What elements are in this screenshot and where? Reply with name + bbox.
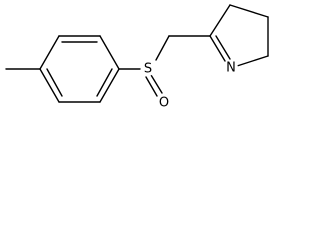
bond-sulfur-oxygen-2 (150, 74, 163, 94)
ring-double-bond-2 (96, 68, 113, 97)
ring-bond-6 (39, 68, 60, 103)
pyrroline-double-bond-2 (215, 35, 231, 60)
benzene-ring (39, 35, 120, 103)
oxygen-label: O (159, 96, 169, 111)
chemical-structure: S O N (5, 4, 269, 111)
ring-bond-3 (99, 35, 120, 70)
ring-double-bond-3 (46, 68, 63, 97)
atom-oxygen: O (157, 96, 171, 111)
pyrroline-bond-c3-c4 (229, 4, 269, 18)
nitrogen-label: N (226, 61, 236, 76)
bond-sulfur-ch2 (155, 35, 170, 61)
pyrroline-bond-c5-n (236, 55, 269, 67)
bond-sulfur-oxygen-1 (145, 76, 158, 97)
pyrroline-ring (209, 4, 269, 67)
ring-bond-4 (99, 68, 120, 103)
pyrroline-bond-c2-c3 (209, 4, 231, 37)
sulfur-label: S (144, 62, 152, 77)
pyrroline-double-bond-1 (209, 35, 226, 62)
atom-sulfur: S (141, 62, 155, 77)
atom-nitrogen: N (224, 61, 238, 76)
ring-bond-1 (39, 35, 60, 70)
